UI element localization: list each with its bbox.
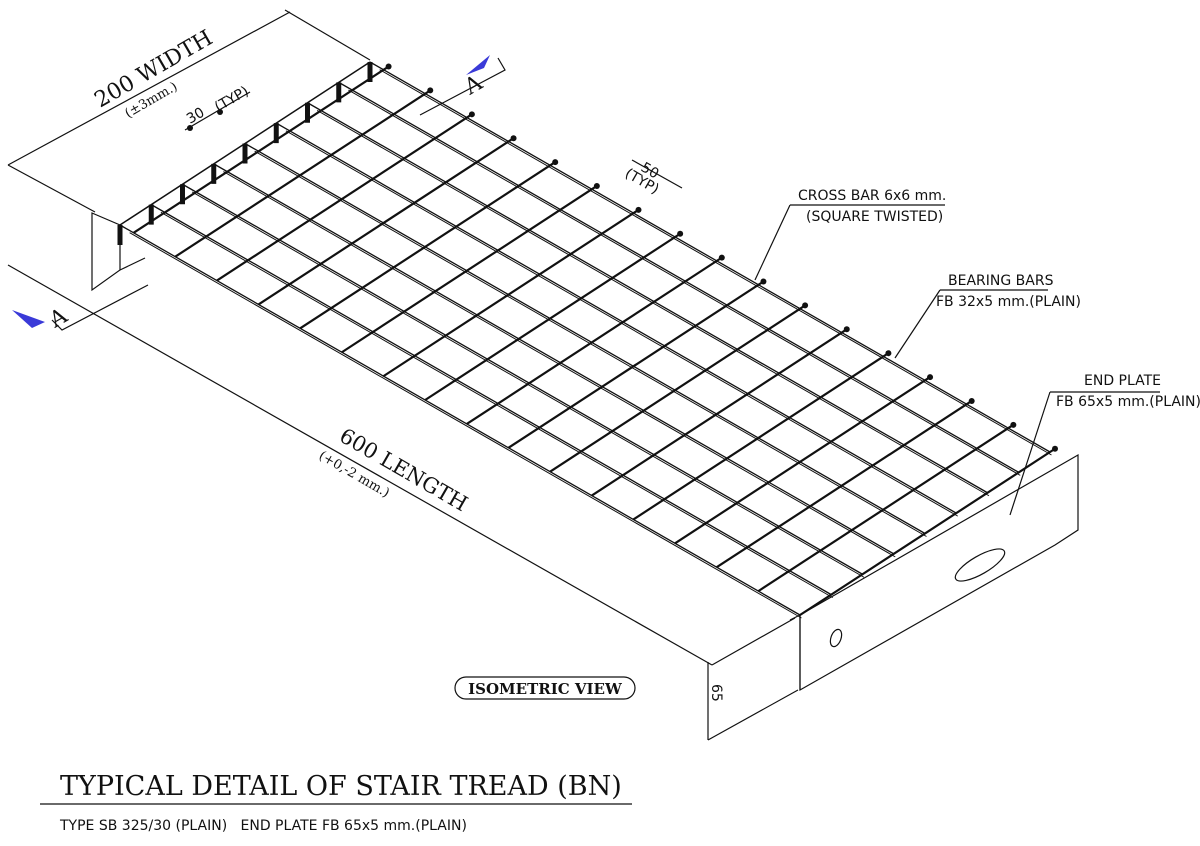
right-end-plate: [799, 453, 1079, 692]
cross-bar-spec: (SQUARE TWISTED): [806, 209, 943, 225]
bearing-pitch: 30: [184, 105, 207, 128]
cross-bar-end: [1010, 421, 1017, 428]
drawing-title: TYPICAL DETAIL OF STAIR TREAD (BN): [60, 771, 622, 802]
bearing-bar: [150, 204, 832, 596]
cross-bar-leader: [754, 204, 791, 281]
section-arrow-bottom-icon: [12, 310, 45, 328]
cross-bar-end: [510, 135, 517, 142]
section-mark-bottom: A: [45, 303, 73, 334]
bearing-bars-leader: [894, 289, 941, 359]
section-arrow-top-icon: [466, 55, 490, 75]
grating-grid: [117, 61, 1058, 619]
bearing-bar: [307, 102, 988, 494]
cross-bar-end: [385, 63, 392, 70]
end-plate-hole: [829, 628, 843, 648]
cross-bar-end: [1052, 445, 1058, 452]
cross-bar-end: [427, 87, 434, 94]
cross-bar-end: [843, 326, 850, 333]
bearing-bar-edge: [129, 232, 802, 619]
bearing-bars-spec: FB 32x5 mm.(PLAIN): [936, 294, 1081, 310]
cross-bar: [507, 280, 765, 449]
length-dim-line: [7, 264, 713, 666]
bearing-bar: [182, 183, 863, 575]
right-plate-top-edge: [799, 451, 1051, 616]
cross-bar: [424, 232, 681, 401]
section-mark-top: A: [460, 70, 488, 101]
height-ext-line: [707, 689, 799, 741]
cross-bar: [382, 208, 640, 378]
cross-bar-end: [968, 397, 975, 404]
cross-bar: [674, 376, 931, 545]
width-dim-line: [7, 11, 291, 166]
dim-dot: [187, 125, 193, 131]
end-plate-slot: [954, 548, 1006, 582]
bearing-pitch-typ: (TYP): [212, 83, 252, 115]
cross-bar: [716, 400, 973, 569]
bearing-bar: [338, 81, 1020, 473]
cross-bar-end: [552, 159, 559, 166]
cross-bar: [591, 328, 848, 497]
length-ext-line: [711, 617, 796, 666]
bearing-bar: [119, 224, 801, 616]
cross-bar: [466, 256, 723, 425]
section-mark-bottom-frame: [51, 284, 149, 331]
end-plate-spec: FB 65x5 mm.(PLAIN): [1056, 394, 1200, 410]
section-mark-top-frame: [419, 57, 506, 116]
cross-bar-end: [885, 350, 892, 357]
cross-bar-end: [677, 230, 684, 237]
cross-bar: [132, 65, 390, 234]
bearing-bar: [369, 61, 1051, 453]
width-ext-line-2: [7, 164, 96, 213]
cross-pitch-dim-line: [631, 159, 683, 189]
bearing-bar: [213, 163, 895, 555]
cross-bar-end: [760, 278, 767, 285]
cross-bar: [257, 137, 515, 306]
left-plate-top-edge: [119, 61, 371, 226]
cross-bar: [299, 161, 556, 330]
cross-bar-end: [635, 206, 642, 213]
cross-bar: [174, 89, 431, 258]
cross-bar: [757, 423, 1014, 593]
cross-bar: [549, 304, 806, 473]
end-plate-leader: [1009, 391, 1051, 516]
cross-bar-end: [468, 111, 475, 118]
cross-bar: [216, 113, 473, 282]
cross-bar: [632, 352, 890, 521]
cross-bar-end: [593, 182, 600, 189]
cross-bar-label: CROSS BAR 6x6 mm.: [798, 188, 946, 204]
cross-pitch: 50: [638, 160, 661, 183]
left-end-plate: [91, 212, 121, 292]
view-label-frame: [454, 676, 636, 700]
bearing-bar: [275, 122, 957, 514]
left-end-plate-edge: [119, 257, 146, 271]
drawing-subtitle: TYPE SB 325/30 (PLAIN) END PLATE FB 65x5…: [59, 818, 467, 834]
cross-bar-end: [718, 254, 725, 261]
cross-bar-end: [927, 374, 934, 381]
bearing-bar: [244, 142, 926, 535]
width-ext-line: [284, 9, 371, 61]
bearing-bars-label: BEARING BARS: [948, 273, 1054, 289]
height-dimension: 65: [708, 684, 724, 702]
end-plate-label: END PLATE: [1084, 373, 1161, 389]
dim-dot: [217, 109, 223, 115]
cross-bar: [341, 185, 598, 354]
view-label: ISOMETRIC VIEW: [468, 680, 623, 698]
cross-bar-end: [802, 302, 809, 309]
